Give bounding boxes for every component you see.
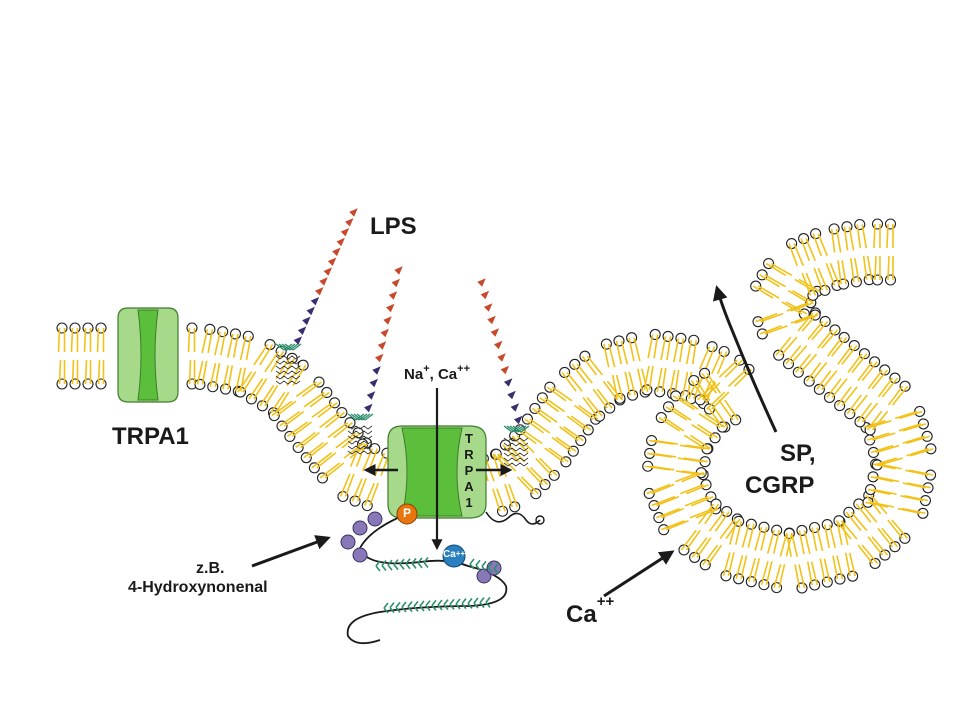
lipid-tails [645,223,934,589]
calcium-charge: ++ [457,363,470,375]
c-terminal-tail [485,511,541,525]
ion-label: Na+, Ca++ [404,363,470,383]
lps-label: LPS [370,213,417,240]
phosphate-bead [396,503,418,525]
cell-membrane [56,322,730,517]
sodium-label: Na [404,366,424,383]
calcium-bead [442,544,466,568]
trpa1-vertical-letter: R [464,447,474,462]
trpa1-vertical-letter: P [464,463,474,478]
calcium-label: , Ca [429,366,458,383]
lps-molecule [347,266,403,455]
neuropeptide-release-arrow [712,285,778,433]
lps-molecules [275,208,530,467]
residue-beads [340,511,502,584]
sodium-charge: + [423,363,430,375]
hne-label: 4-Hydroxynonenal [128,579,268,596]
hne-pointer-arrow [251,535,331,568]
calcium-bead-label: Ca++ [443,549,466,560]
lps-molecule [275,208,358,385]
phospho-label: P [402,506,411,520]
sp-label: SP, [780,440,816,467]
trpa1-vertical-letter: 1 [465,495,473,510]
zb-label: z.B. [196,560,225,577]
secretory-vesicle [642,218,937,594]
trpa1-vertical-letter: A [464,479,474,494]
lipid-heads [642,218,937,594]
trpa1-label: TRPA1 [112,423,189,450]
cgrp-label: CGRP [745,472,815,499]
n-terminal-chain [346,515,508,645]
trpa1-channel-left [117,307,179,403]
trpa1-vertical-letter: T [465,431,473,446]
hne-adduct-chains [375,556,499,614]
calcium-influx-arrow [603,550,675,598]
calcium-extra-label: Ca++ [566,593,615,628]
lps-molecule [477,278,530,467]
